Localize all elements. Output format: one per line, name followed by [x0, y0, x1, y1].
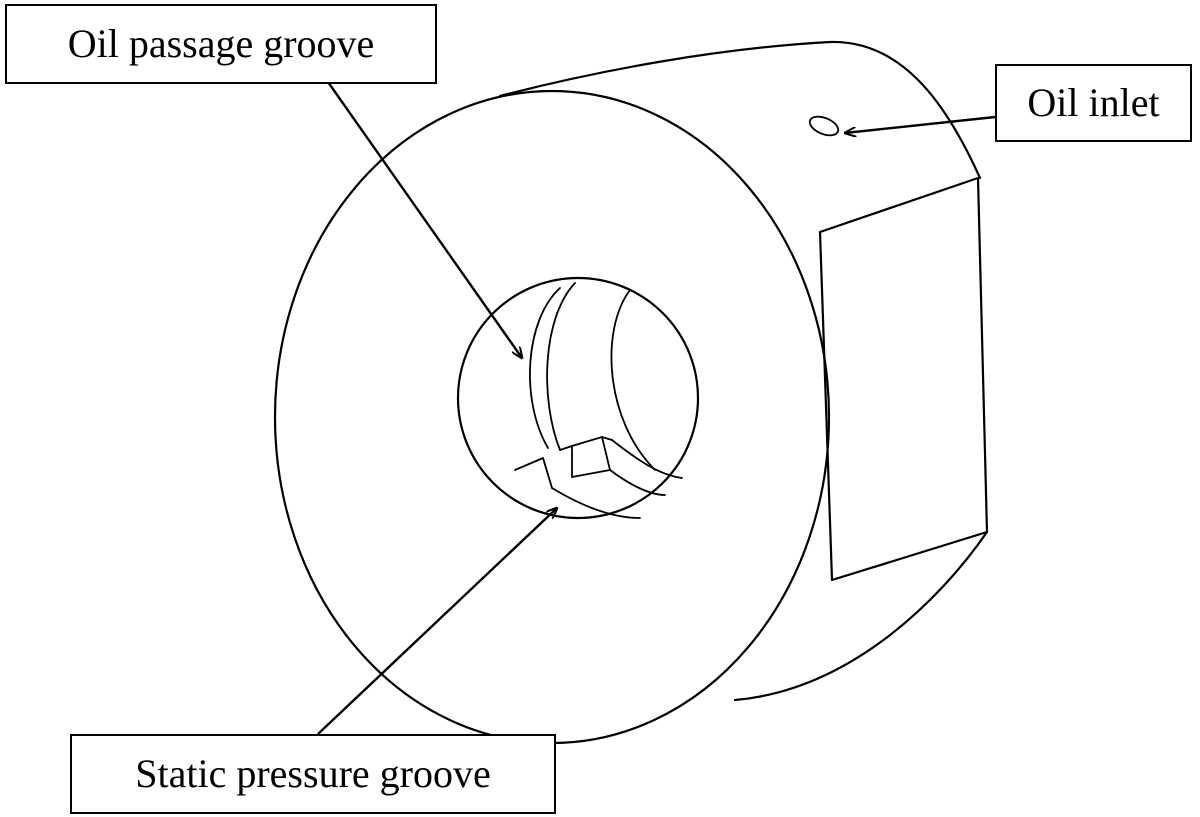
front-face-outline — [273, 89, 831, 745]
static-pressure-groove-block — [571, 436, 611, 478]
static-pressure-leader-arrow — [317, 508, 557, 735]
static-pressure-groove-edge — [601, 436, 613, 441]
bearing-body — [273, 40, 989, 745]
oil-inlet-label: Oil inlet — [995, 64, 1192, 142]
static-pressure-groove-label: Static pressure groove — [70, 734, 556, 814]
oil-passage-leader-arrow — [327, 81, 522, 358]
static-pressure-groove-pocket — [514, 457, 553, 489]
bore — [456, 276, 700, 520]
bore-circle — [456, 276, 700, 520]
static-pressure-groove-lip — [551, 487, 641, 519]
flat-side-face — [818, 176, 989, 582]
static-pressure-groove-floor-upper — [611, 439, 683, 479]
oil-passage-groove-edge-inner — [610, 289, 656, 471]
oil-passage-groove-edge-outer — [529, 287, 561, 449]
oil-passage-groove-edge-mid — [546, 282, 576, 451]
cylinder-lower-edge — [733, 530, 989, 702]
cylinder-back-edge — [498, 40, 982, 180]
oil-inlet-hole — [808, 115, 840, 137]
oil-passage-groove-label: Oil passage groove — [5, 4, 437, 84]
static-pressure-groove-step — [559, 445, 573, 478]
oil-inlet-leader-arrow — [845, 115, 996, 133]
static-pressure-groove-floor-lower — [609, 469, 666, 496]
